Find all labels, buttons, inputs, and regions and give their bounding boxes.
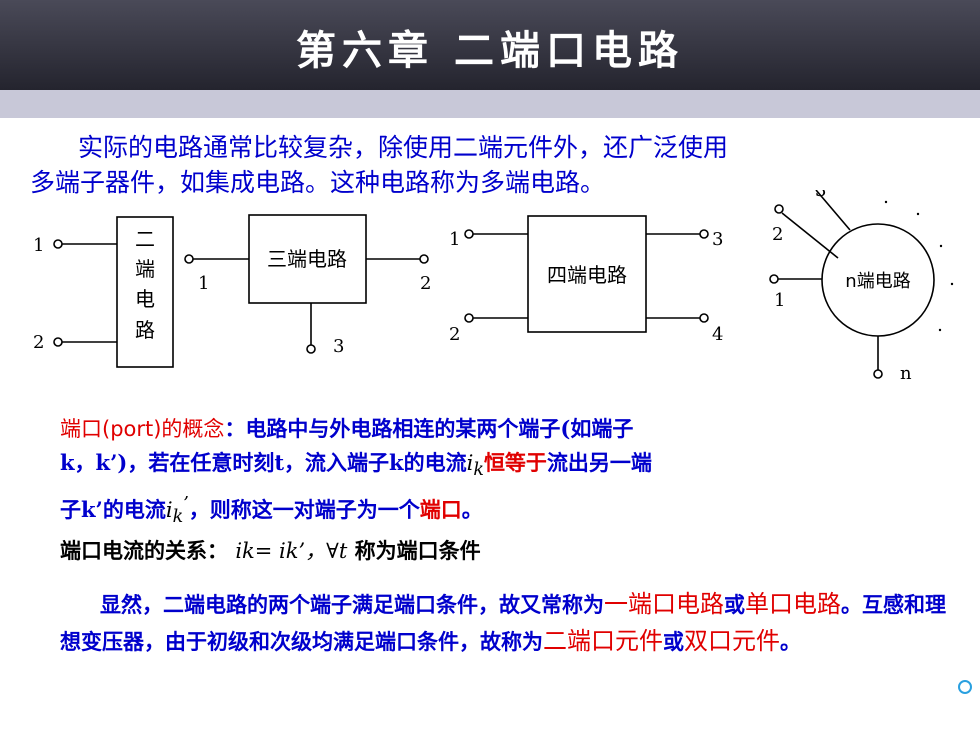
title-bar [0, 0, 980, 90]
port-term: 端口(port)的概念 [60, 417, 225, 441]
two-terminal-char-1: 二 [135, 227, 155, 251]
two-terminal-pin-1: 1 [33, 235, 44, 256]
four-terminal-pin-4: 4 [712, 324, 723, 345]
two-terminal-box [116, 216, 174, 368]
title-underbar [0, 90, 980, 118]
four-terminal-box [527, 215, 647, 333]
condition-formula: ik= ik’，∀t [235, 539, 348, 564]
conclusion-text-e: 。互感和理想变压器，由于初级和次级均满足端口条件，故称为 [60, 592, 946, 654]
terminal-node [184, 254, 194, 264]
terminal-node [419, 254, 429, 264]
port-definition: 端口(port)的概念：电路中与外电路相连的某两个端子(如端子 k，k’)，若在… [60, 412, 960, 568]
four-terminal-label: 四端电路 [547, 263, 627, 287]
single-port-circuit: 单口电路 [745, 590, 841, 618]
intro-paragraph: 实际的电路通常比较复杂，除使用二端元件外，还广泛使用 多端子器件，如集成电路。这… [30, 130, 960, 200]
port-period: 。 [461, 497, 483, 523]
terminal-node [699, 229, 709, 239]
two-terminal-char-4: 路 [135, 318, 155, 342]
two-terminal-pin-2: 2 [33, 332, 44, 353]
port-text-2: k，k’)，若在任意时刻t，流入端子k的电流 [60, 450, 467, 475]
current-ik: ik [466, 451, 484, 480]
n-terminal-pin-1: 1 [774, 290, 785, 311]
four-terminal-pin-2: 2 [449, 324, 460, 345]
multi-terminal-diagrams: 二 端 电 路 三端电路 四端电路 n端电路 1 2 1 2 3 1 2 3 4… [33, 190, 954, 384]
identically-equal: 恒等于 [483, 450, 547, 475]
four-terminal-pin-1: 1 [449, 229, 460, 250]
slide-title: 第六章 二端口电路 [296, 27, 684, 74]
three-terminal-label: 三端电路 [267, 247, 347, 271]
terminal-node [464, 313, 474, 323]
current-ik2-sub: k [172, 507, 184, 528]
conclusion-period: 。 [780, 629, 801, 654]
current-ik2-symbol: i [165, 498, 173, 523]
terminal-node [306, 344, 316, 354]
three-terminal-pin-1: 1 [198, 273, 209, 294]
conclusion-or-2: 或 [663, 629, 684, 654]
condition-suffix: 称为端口条件 [354, 538, 481, 564]
terminal-node [873, 369, 883, 379]
one-port-circuit: 一端口电路 [604, 590, 724, 618]
current-ik-prime: ik’ [165, 494, 189, 527]
dual-port-element: 双口元件 [684, 627, 780, 655]
port-colon: ： [224, 416, 246, 441]
port-text-4: 子k’的电流 [60, 497, 166, 523]
port-text-5: ，则称这一对端子为一个 [188, 497, 420, 523]
slide-nav-dot[interactable] [958, 680, 972, 694]
n-terminal-pin-n: n [900, 363, 912, 384]
n-terminal-label: n端电路 [845, 271, 910, 292]
port-text-3: 流出另一端 [546, 450, 652, 475]
intro-line-1: 实际的电路通常比较复杂，除使用二端元件外，还广泛使用 [78, 133, 729, 162]
two-terminal-char-3: 电 [135, 287, 155, 311]
condition-label: 端口电流的关系： [60, 538, 228, 564]
conclusion-text-a: 显然，二端电路的两个端子满足端口条件，故又常称为 [100, 592, 604, 617]
two-port-element: 二端口元件 [543, 627, 663, 655]
current-ik-symbol: i [466, 451, 474, 475]
three-terminal-pin-2: 2 [420, 273, 431, 294]
intro-line-2: 多端子器件，如集成电路。这种电路称为多端电路。 [30, 168, 606, 197]
n-terminal-ellipsis-dots [884, 200, 954, 332]
n-terminal-pin-3: 3 [815, 190, 826, 201]
n-terminal-pin-2: 2 [772, 224, 783, 245]
port-word: 端口 [419, 497, 462, 523]
terminal-node [53, 239, 63, 249]
terminal-node [774, 204, 784, 214]
terminal-node [699, 313, 709, 323]
terminal-node [769, 274, 779, 284]
conclusion-paragraph: 显然，二端电路的两个端子满足端口条件，故又常称为一端口电路或单口电路。互感和理想… [60, 586, 960, 660]
current-ik-sub: k [473, 460, 484, 481]
conclusion-or-1: 或 [724, 592, 745, 617]
terminal-node [53, 337, 63, 347]
current-ik2-sup: ’ [183, 494, 189, 515]
port-text-1: 电路中与外电路相连的某两个端子(如端子 [245, 416, 634, 441]
three-terminal-pin-3: 3 [333, 336, 344, 357]
two-terminal-char-2: 端 [135, 257, 155, 281]
four-terminal-pin-3: 3 [712, 229, 723, 250]
terminal-node [464, 229, 474, 239]
